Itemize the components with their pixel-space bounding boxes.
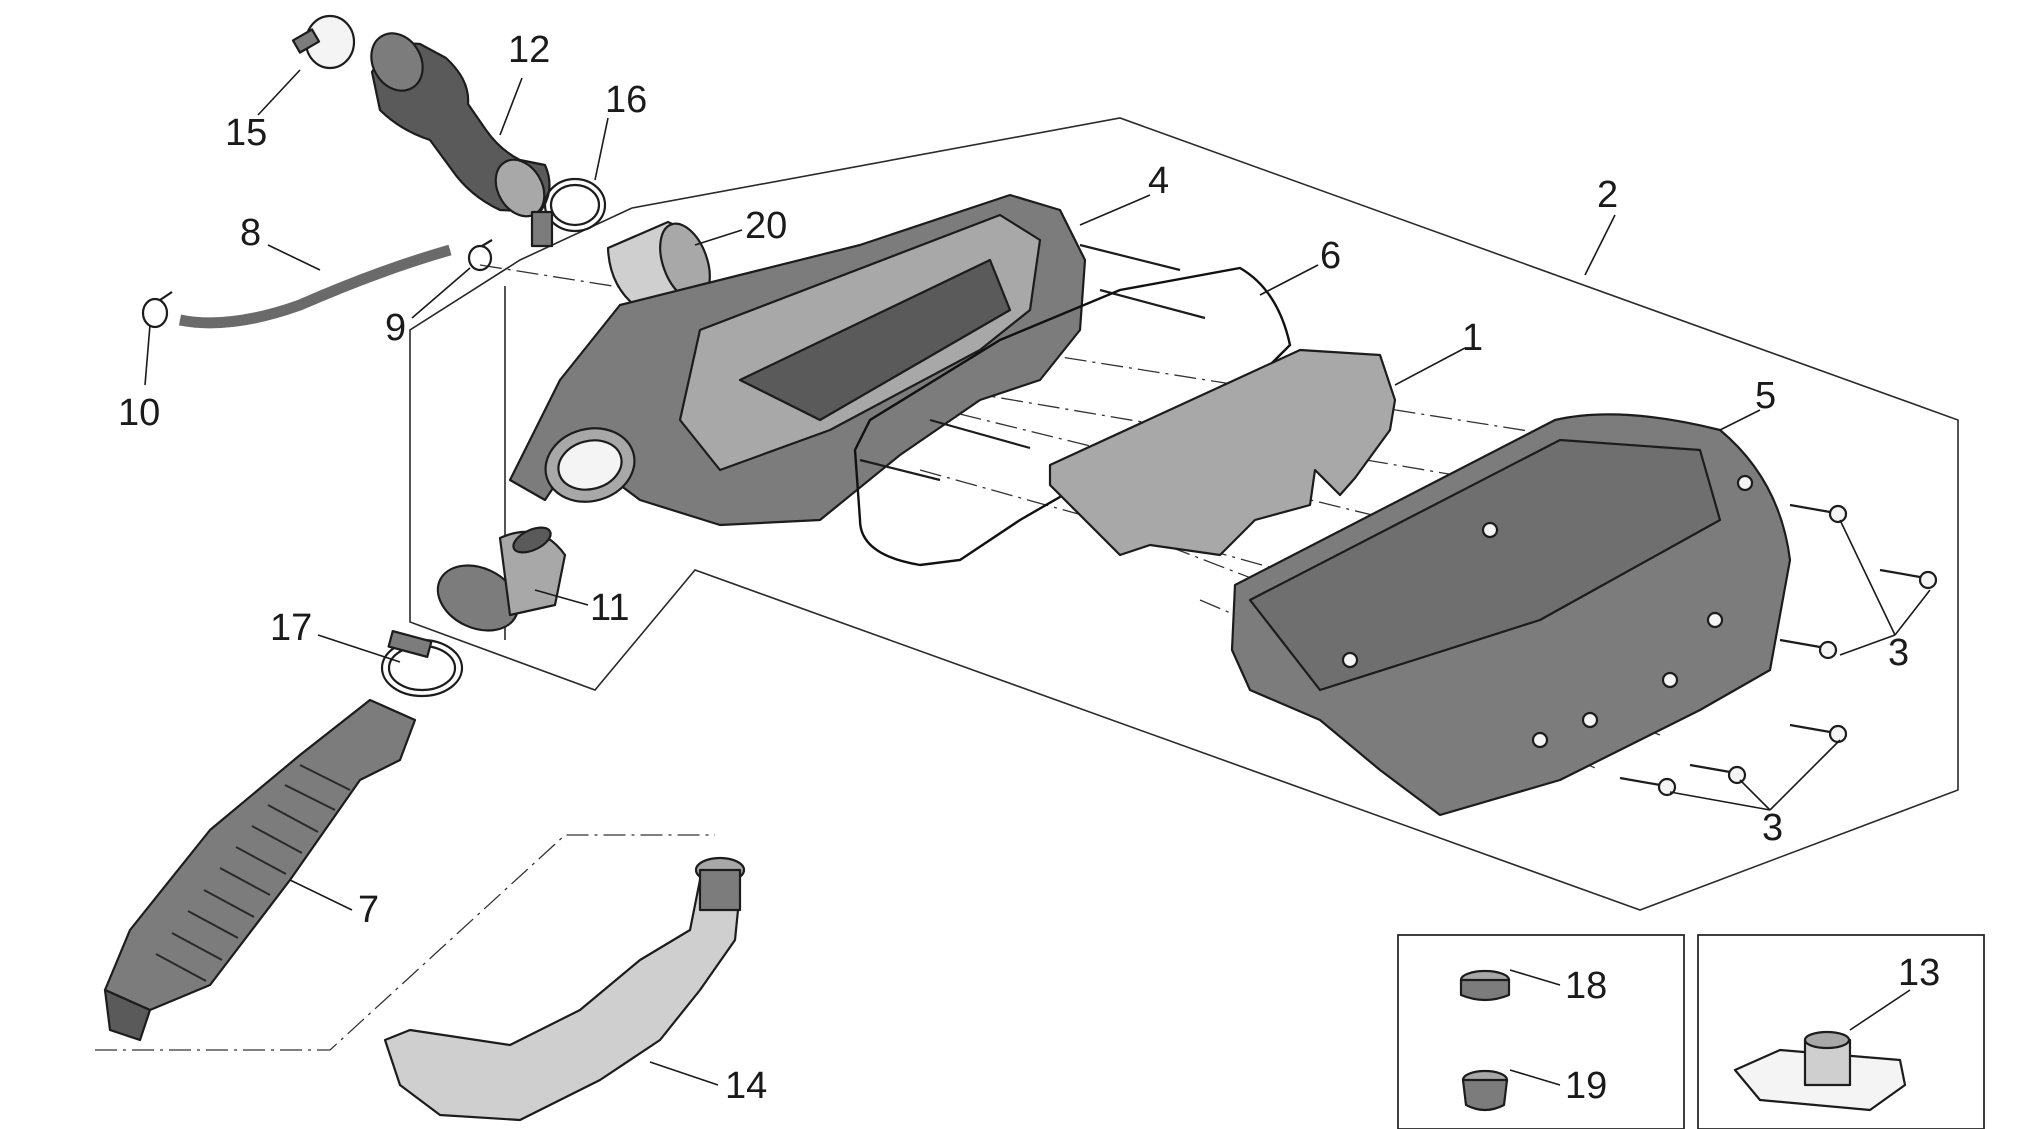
inlet-air-duct: [383, 856, 746, 1122]
callout-12: 12: [508, 29, 550, 71]
callout-8: 8: [240, 212, 261, 254]
callout-7: 7: [358, 889, 379, 931]
callout-20: 20: [745, 205, 787, 247]
callout-16: 16: [605, 79, 647, 121]
callout-17: 17: [270, 607, 312, 649]
callout-11: 11: [590, 587, 629, 629]
callout-5: 5: [1755, 375, 1776, 417]
assembly-frame: [409, 117, 1959, 911]
cover-screws: [1619, 503, 1938, 797]
callout-9: 9: [385, 307, 406, 349]
bellows-intake-pipe: [103, 698, 417, 1042]
intake-elbow-hose: [370, 32, 551, 218]
callout-3b: 3: [1762, 807, 1783, 849]
callout-2: 2: [1597, 174, 1618, 216]
callout-3a: 3: [1888, 632, 1909, 674]
callout-4: 4: [1148, 160, 1169, 202]
grommet-18: [1459, 969, 1511, 1002]
drain-funnel: [436, 526, 567, 632]
air-box-cover: [1230, 413, 1792, 817]
pipe-clip-10: [141, 291, 173, 329]
callout-10: 10: [118, 392, 160, 434]
callout-18: 18: [1565, 965, 1607, 1007]
callout-19: 19: [1565, 1065, 1607, 1107]
filter-element: [1048, 348, 1397, 557]
callout-6: 6: [1320, 235, 1341, 277]
hose-clamp-17: [380, 629, 464, 698]
grommet-19: [1461, 1069, 1509, 1112]
hose-clamp-16: [530, 177, 607, 248]
pipe-clip-9: [467, 239, 493, 272]
callout-1: 1: [1462, 317, 1483, 359]
callout-14: 14: [725, 1065, 767, 1107]
callout-13: 13: [1898, 952, 1940, 994]
spring-nut-13: [1733, 1030, 1907, 1112]
gasket-seal: [853, 266, 1292, 567]
leader-lines: [144, 69, 1931, 1086]
small-hose-clamp: [291, 14, 356, 70]
air-filter-box: [508, 193, 1206, 527]
inset-box-18-19: [1397, 934, 1685, 1129]
callout-15: 15: [225, 112, 267, 154]
breather-pipe: [178, 244, 452, 329]
